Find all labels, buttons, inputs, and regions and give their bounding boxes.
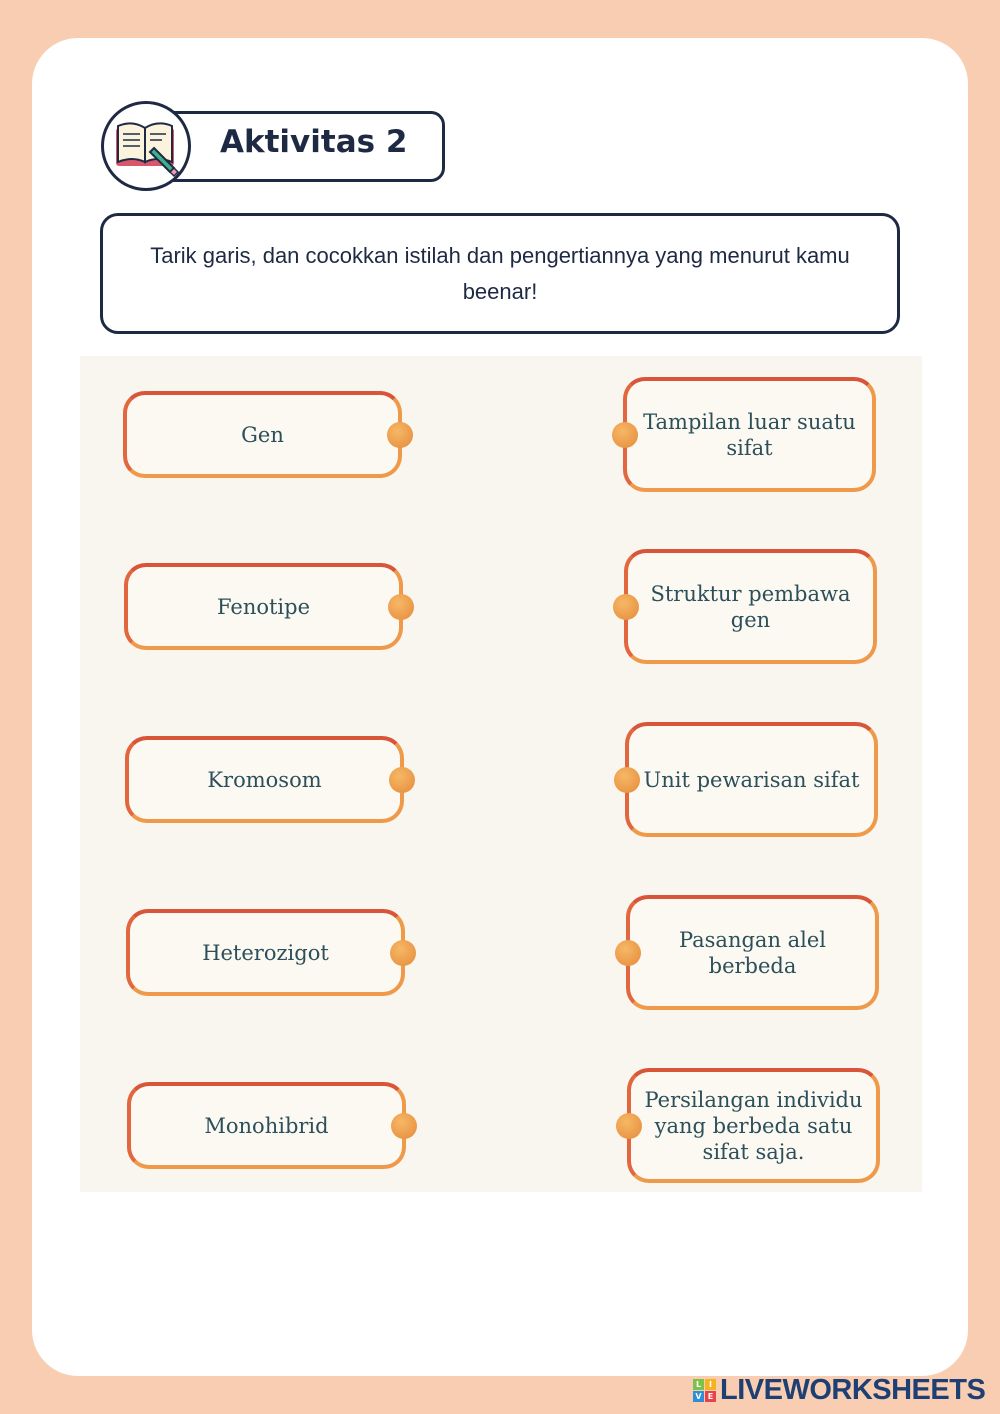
term-box-monohibrid[interactable]: Monohibrid [127,1082,417,1169]
instruction-text: Tarik garis, dan cocokkan istilah dan pe… [150,242,850,304]
connector-dot[interactable] [612,421,638,448]
connector-dot[interactable] [388,593,414,620]
logo-letter: E [705,1391,716,1402]
connector-dot[interactable] [613,593,639,620]
connector-dot[interactable] [615,939,641,966]
definition-label: Unit pewarisan sifat [643,767,860,792]
connector-dot[interactable] [391,1112,417,1139]
logo-grid-icon: L I V E [693,1379,716,1402]
connector-dot[interactable] [390,939,416,966]
definition-box[interactable]: Pasangan alel berbeda [615,895,879,1010]
definition-box[interactable]: Persilangan individu yang berbeda satu s… [616,1068,880,1183]
book-pencil-icon [101,101,191,191]
term-box-kromosom[interactable]: Kromosom [125,736,415,823]
term-box-gen[interactable]: Gen [123,391,413,478]
logo-letter: I [705,1379,716,1390]
term-label: Monohibrid [204,1113,329,1138]
term-box-heterozigot[interactable]: Heterozigot [126,909,416,996]
brand-name: LIVEWORKSHEETS [720,1374,986,1406]
term-box-fenotipe[interactable]: Fenotipe [124,563,414,650]
definition-box[interactable]: Struktur pembawa gen [613,549,877,664]
page-title: Aktivitas 2 [220,124,408,160]
logo-letter: V [693,1391,704,1402]
definition-label: Struktur pembawa gen [650,581,851,632]
term-label: Heterozigot [202,940,329,965]
definition-label: Persilangan individu yang berbeda satu s… [644,1087,863,1164]
connector-dot[interactable] [387,421,413,448]
term-label: Fenotipe [216,594,311,619]
term-label: Gen [241,422,284,447]
definition-box[interactable]: Tampilan luar suatu sifat [612,377,876,492]
definition-label: Pasangan alel berbeda [678,927,827,978]
logo-letter: L [693,1379,704,1390]
connector-dot[interactable] [389,766,415,793]
definition-box[interactable]: Unit pewarisan sifat [614,722,878,837]
connector-dot[interactable] [614,766,640,793]
instruction-box: Tarik garis, dan cocokkan istilah dan pe… [100,213,900,334]
connector-dot[interactable] [616,1112,642,1139]
liveworksheets-logo: L I V E LIVEWORKSHEETS [693,1374,986,1407]
term-label: Kromosom [207,767,322,792]
title-box [150,111,445,182]
definition-label: Tampilan luar suatu sifat [643,409,856,460]
